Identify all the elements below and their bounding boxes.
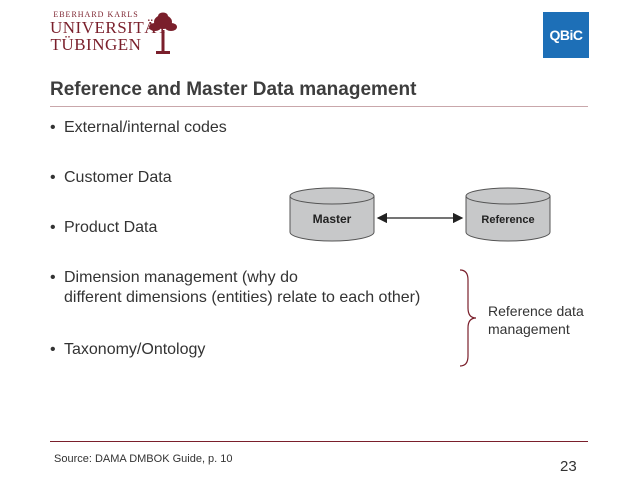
qbic-logo-text: QBiC [549, 27, 584, 43]
bullet-text: External/internal codes [64, 119, 227, 136]
bullet-item: • Customer Data [50, 168, 172, 188]
reference-cylinder: Reference [465, 187, 551, 242]
source-citation: Source: DAMA DMBOK Guide, p. 10 [54, 453, 233, 465]
bullet-text: Product Data [64, 219, 158, 236]
slide-title: Reference and Master Data management [50, 79, 417, 100]
bullet-glyph: • [50, 341, 56, 358]
page-number: 23 [560, 458, 577, 475]
bullet-item: • Product Data [50, 218, 157, 238]
qbic-logo: QBiC [543, 12, 589, 58]
palm-tree-icon [149, 12, 177, 54]
bullet-item: • Dimension management (why do different … [50, 268, 420, 308]
footer-divider [50, 441, 588, 442]
reference-note-line1: Reference data [488, 303, 584, 319]
bullet-item: • Taxonomy/Ontology [50, 340, 205, 360]
master-cylinder: Master [289, 187, 375, 242]
university-logo: EBERHARD KARLS UNIVERSITÄT TÜBINGEN [50, 10, 190, 62]
bullet-glyph: • [50, 169, 56, 186]
reference-data-note: Reference data management [488, 302, 584, 338]
university-logo-line3: TÜBINGEN [50, 35, 142, 54]
bullet-item: • External/internal codes [50, 118, 227, 138]
bullet-glyph: • [50, 219, 56, 236]
bullet-glyph: • [50, 269, 56, 286]
bullet-glyph: • [50, 119, 56, 136]
master-reference-diagram: Master Reference [289, 187, 551, 242]
reference-label: Reference [481, 214, 534, 226]
university-logo-line1: EBERHARD KARLS [53, 10, 139, 19]
bullet-continuation: different dimensions (entities) relate t… [64, 289, 421, 306]
master-label: Master [313, 212, 352, 226]
reference-note-line2: management [488, 321, 570, 337]
bullet-text: Taxonomy/Ontology [64, 341, 206, 358]
bullet-text: Dimension management (why do [64, 269, 298, 286]
curly-brace-icon [459, 269, 477, 367]
bullet-text: Customer Data [64, 169, 172, 186]
university-logo-line2: UNIVERSITÄT [50, 18, 168, 37]
title-divider [50, 106, 588, 107]
